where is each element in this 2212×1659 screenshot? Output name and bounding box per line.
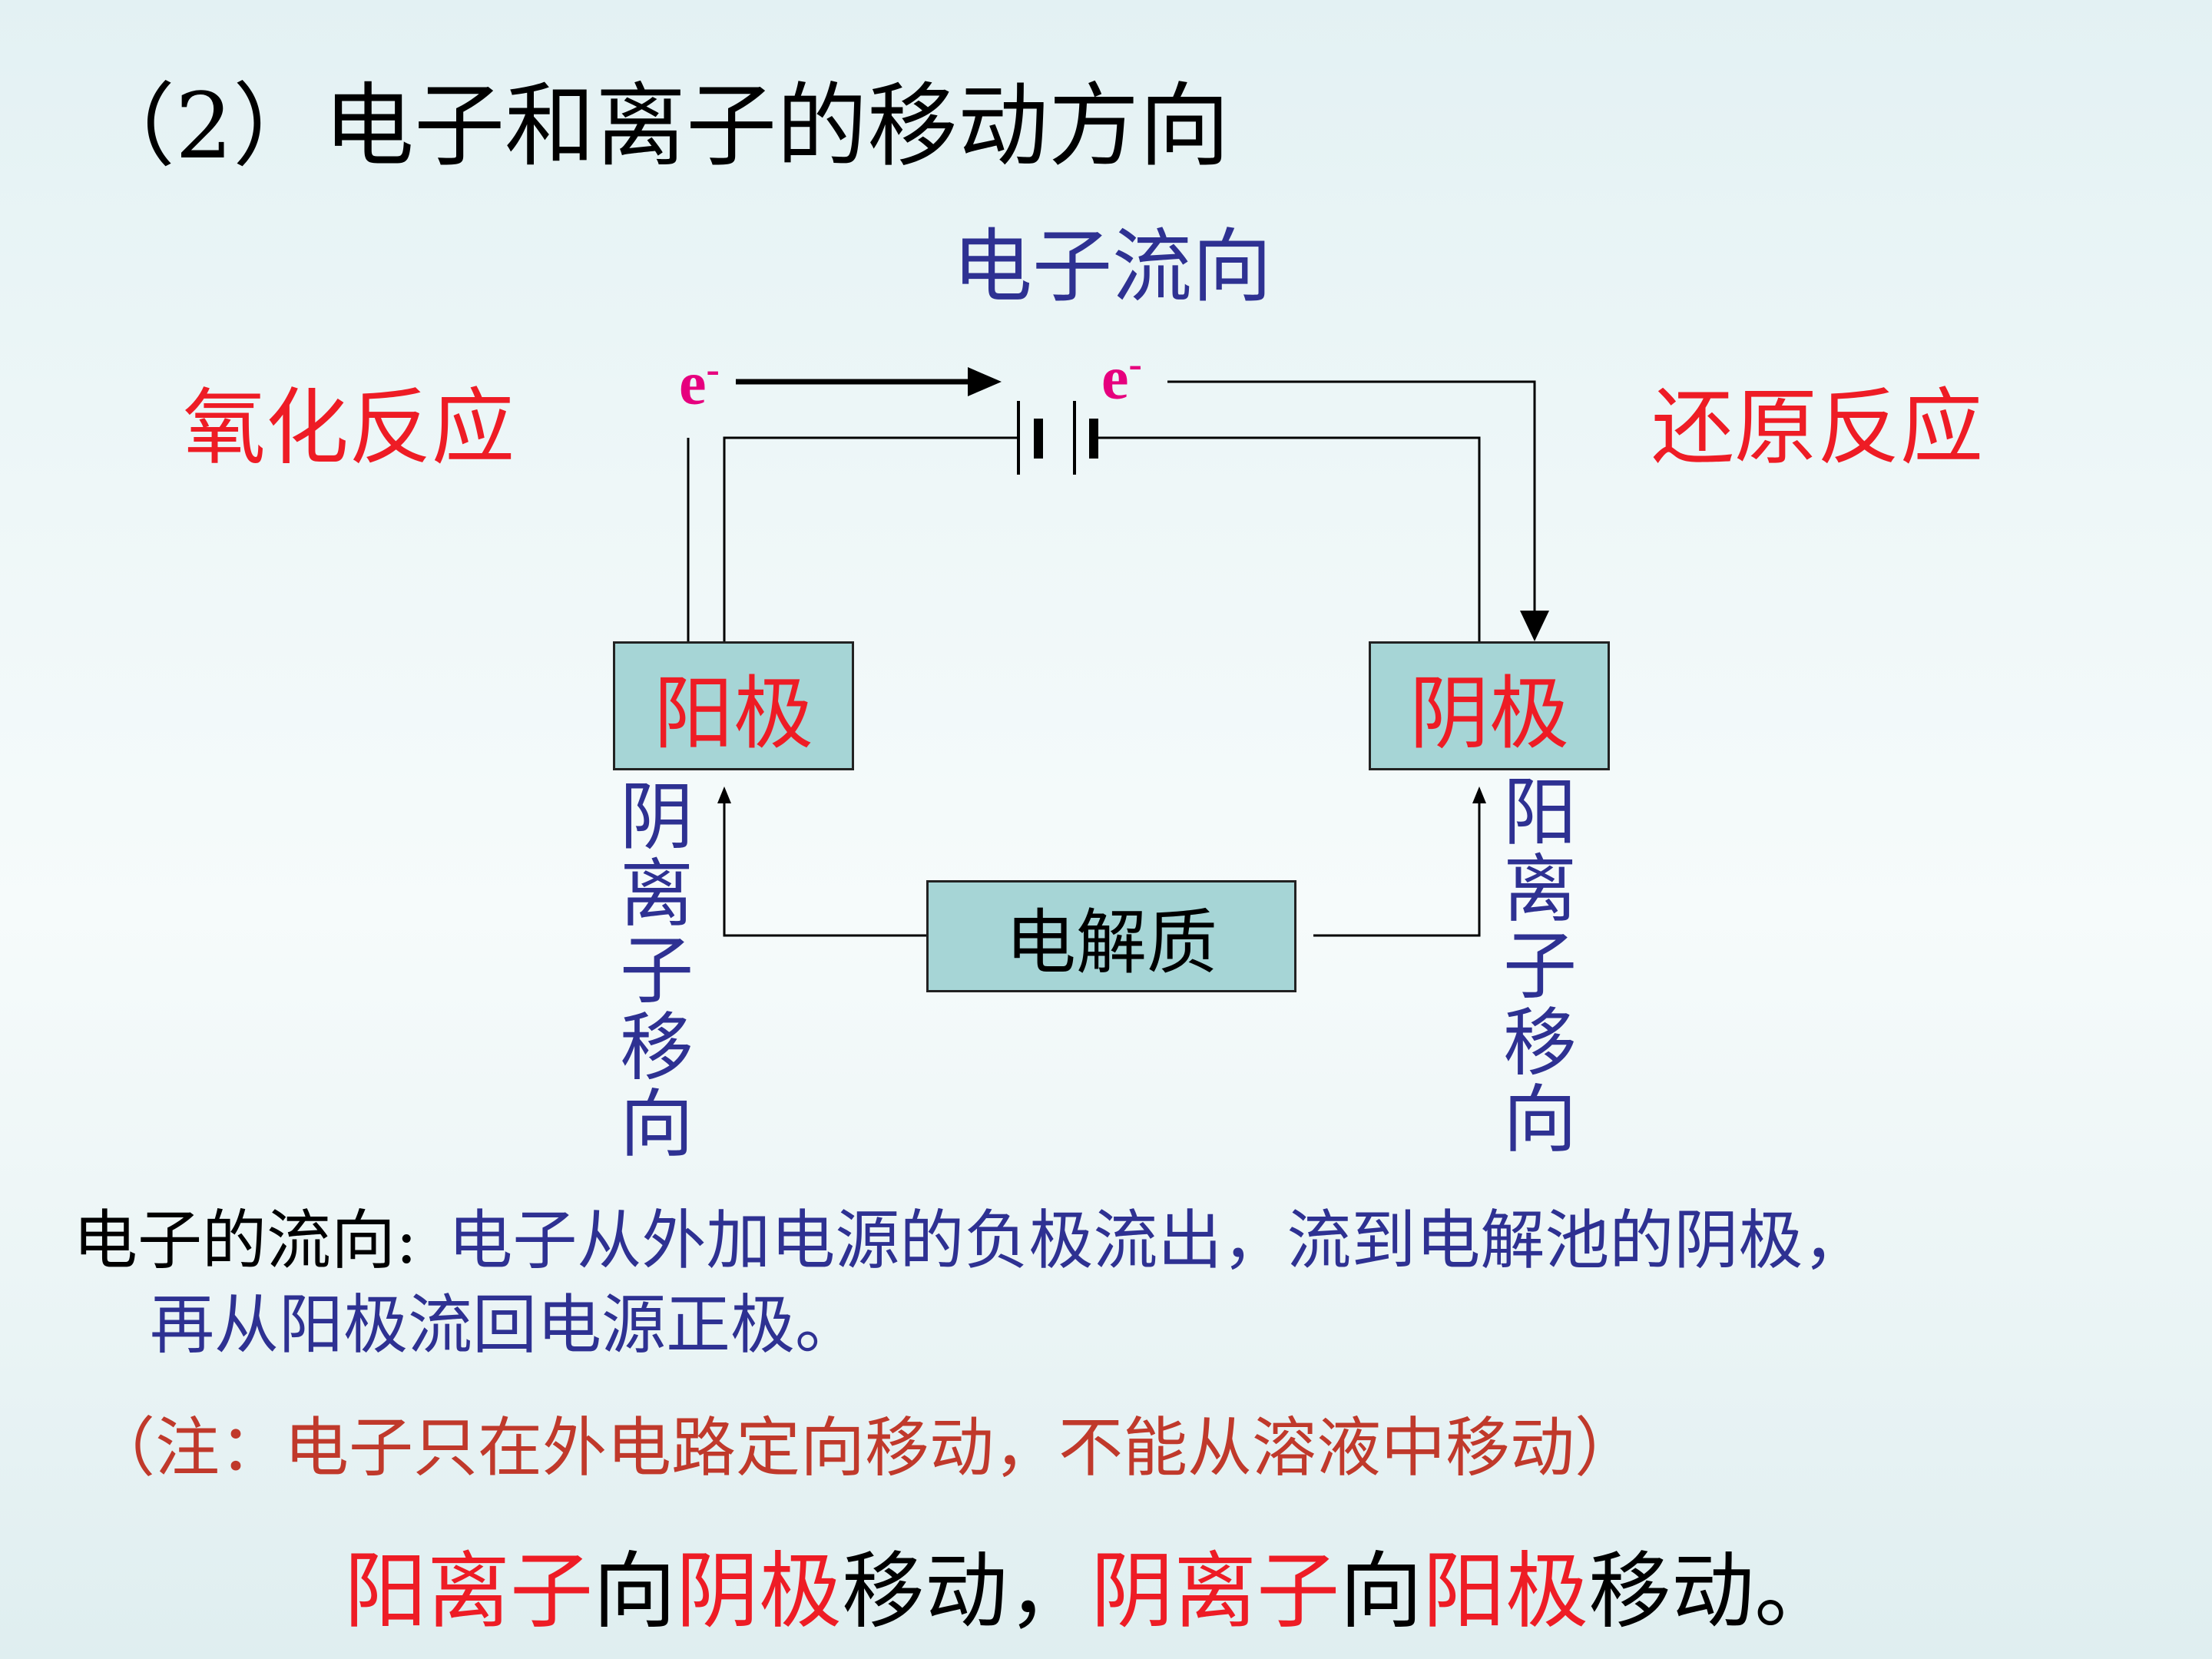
note-text: （注：电子只在外电路定向移动，不能从溶液中移动）: [91, 1410, 1640, 1485]
summary-segment: 移动。: [1588, 1544, 1838, 1640]
reduction-label: 还原反应: [1651, 380, 1984, 476]
summary-segment: 阳离子: [344, 1544, 594, 1640]
anode-box: 阳极: [613, 641, 854, 770]
electrolyte-wire-right: [1313, 797, 1481, 937]
electron-symbol-left: e-: [679, 348, 720, 419]
anion-arrowhead: [717, 786, 731, 803]
electron-arrowhead-top: [968, 367, 1002, 396]
electrolyte-wire-left: [723, 797, 926, 937]
cathode-electron-wire: [1167, 380, 1536, 611]
electron-flow-description: 电子的流向: 电子从外加电源的负极流出，流到电解池的阴极，: [73, 1189, 1867, 1282]
summary-segment: 移动，: [842, 1544, 1091, 1640]
electron-flow-value-cont: 再从阳极流回电源正极。: [150, 1287, 860, 1363]
anion-move-label: 阴离子移向: [620, 774, 694, 1167]
cathode-wire-inner: [1094, 436, 1481, 661]
summary-segment: 阳极: [1422, 1544, 1589, 1640]
summary-segment: 向: [593, 1544, 677, 1640]
summary-segment: 阴极: [676, 1544, 843, 1640]
anode-label: 阳极: [653, 666, 813, 760]
electron-arrowhead-down: [1520, 611, 1549, 641]
electrolyte-label: 电解质: [1005, 901, 1217, 984]
cathode-box: 阴极: [1369, 641, 1610, 770]
oxidation-label: 氧化反应: [183, 380, 515, 476]
cathode-label: 阴极: [1409, 666, 1569, 760]
electron-flow-label: 电子流向: [952, 220, 1273, 313]
electron-flow-key: 电子的流向:: [73, 1203, 418, 1278]
electron-flow-value: 电子从外加电源的负极流出，流到电解池的阴极，: [448, 1203, 1868, 1278]
summary-segment: 向: [1339, 1544, 1423, 1640]
page-title: （2）电子和离子的移动方向: [84, 73, 1230, 179]
anode-wire-inner: [723, 436, 1018, 641]
electrolyte-box: 电解质: [926, 880, 1296, 992]
summary-segment: 阴离子: [1091, 1544, 1340, 1640]
summary-text: 阳离子向阴极移动，阴离子向阳极移动。: [344, 1525, 1837, 1644]
electron-symbol-right: e-: [1101, 343, 1142, 413]
cation-move-label: 阳离子移向: [1503, 770, 1577, 1163]
cation-arrowhead: [1472, 786, 1486, 803]
